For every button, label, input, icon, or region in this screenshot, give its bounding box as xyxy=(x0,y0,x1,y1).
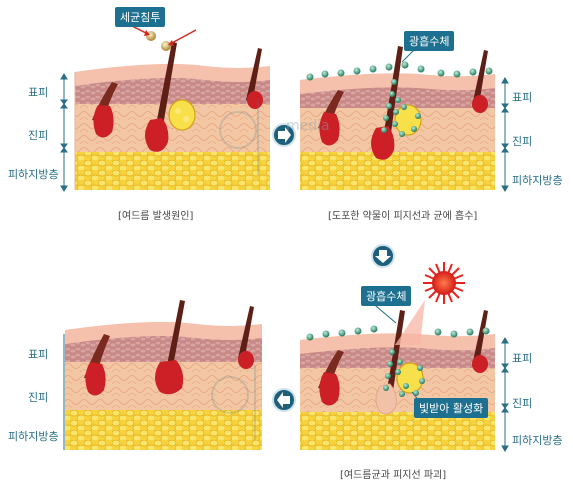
watermark-logo xyxy=(219,100,259,175)
fat-layer xyxy=(300,150,495,190)
layer-label-epidermis: 표피 xyxy=(512,91,533,104)
bacteria-icon xyxy=(129,24,197,51)
hair-follicle xyxy=(92,42,263,152)
hair-follicle xyxy=(318,46,488,160)
caption-acne-cause: [여드름 발생원인] xyxy=(118,211,194,222)
bacteria-invasion-callout: 세균침투 xyxy=(115,7,166,27)
layer-label-epidermis: 표피 xyxy=(28,86,49,99)
photo-absorber-callout: 광흡수체 xyxy=(361,286,412,306)
photo-absorber-particles xyxy=(306,325,490,397)
layer-brackets xyxy=(501,77,509,192)
layer-label-subcutaneous-fat: 피하지방층 xyxy=(8,168,59,181)
layer-label-subcutaneous-fat: 피하지방층 xyxy=(512,174,563,187)
hair-follicle xyxy=(318,310,488,415)
layer-label-dermis: 진피 xyxy=(28,391,49,404)
layer-label-dermis: 진피 xyxy=(28,129,49,142)
layer-label-dermis: 진피 xyxy=(512,135,533,148)
layer-label-subcutaneous-fat: 피하지방층 xyxy=(8,430,59,443)
photo-absorber-particles xyxy=(306,61,493,137)
caption-bacteria-destruction: [여드름균과 피지선 파괴] xyxy=(340,470,447,481)
layer-brackets xyxy=(60,73,68,192)
watermark-logo xyxy=(211,365,256,440)
fat-layer xyxy=(75,150,270,190)
arrow-left-icon xyxy=(272,388,296,412)
sebaceous-gland xyxy=(168,99,196,131)
fat-layer xyxy=(65,408,262,450)
layer-brackets xyxy=(501,337,509,452)
light-beam xyxy=(395,300,425,345)
sebaceous-gland xyxy=(394,104,422,136)
panel-top-right xyxy=(300,45,509,192)
watermark-text: media xyxy=(286,118,330,134)
arrow-right-icon xyxy=(272,123,296,147)
layer-label-dermis: 진피 xyxy=(512,397,533,410)
caption-drug-absorption: [도포한 약물이 피지선과 균에 흡수] xyxy=(328,211,478,222)
light-activation-callout: 빛받아 활성화 xyxy=(414,398,489,418)
hair-follicle xyxy=(84,300,254,396)
panel-bottom-left xyxy=(63,300,262,450)
panel-top-left xyxy=(60,24,270,192)
layer-label-epidermis: 표피 xyxy=(512,352,533,365)
sun-icon xyxy=(423,262,465,304)
panel-bottom-right xyxy=(300,262,509,452)
layer-label-epidermis: 표피 xyxy=(28,348,49,361)
layer-label-subcutaneous-fat: 피하지방층 xyxy=(512,434,563,447)
photo-absorber-callout: 광흡수체 xyxy=(404,31,455,51)
arrow-down-icon xyxy=(371,244,395,268)
